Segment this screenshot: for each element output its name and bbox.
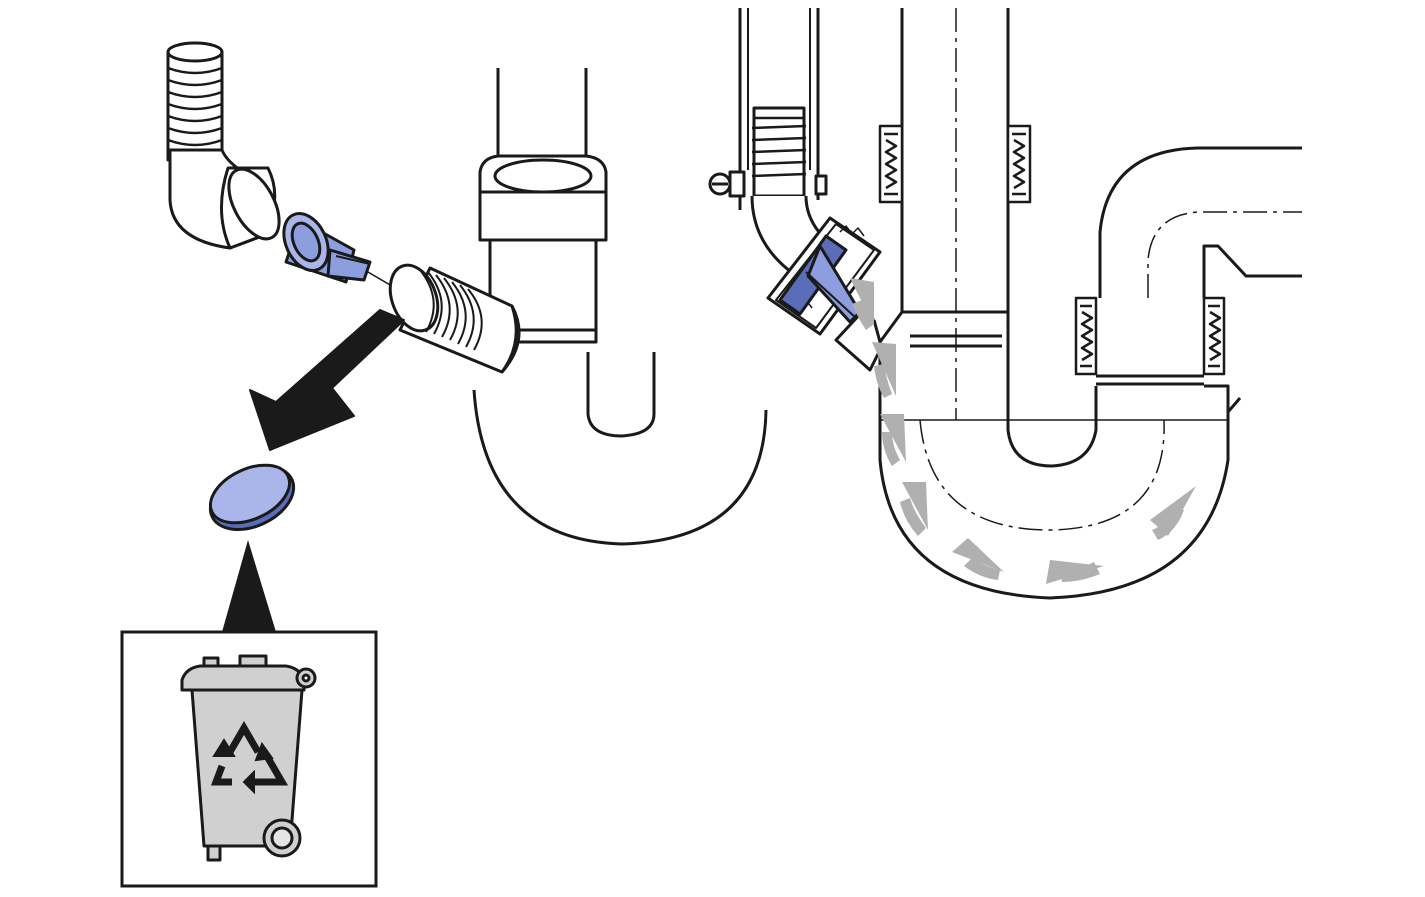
siphon-left	[472, 68, 768, 546]
recycling-panel	[120, 630, 378, 888]
siphon-threaded-spout	[388, 263, 521, 374]
disposal-arrow	[249, 309, 405, 451]
siphon-trap	[834, 8, 1302, 600]
installed-non-return-valve	[778, 234, 862, 324]
down-arrow	[222, 540, 276, 632]
elbow-hose-connector	[166, 41, 281, 250]
sealing-cap	[208, 463, 296, 531]
recycling-bin	[180, 654, 317, 862]
water-flow-arrows	[850, 278, 1196, 584]
recycle-icon	[210, 721, 289, 795]
non-return-valve	[282, 212, 372, 284]
